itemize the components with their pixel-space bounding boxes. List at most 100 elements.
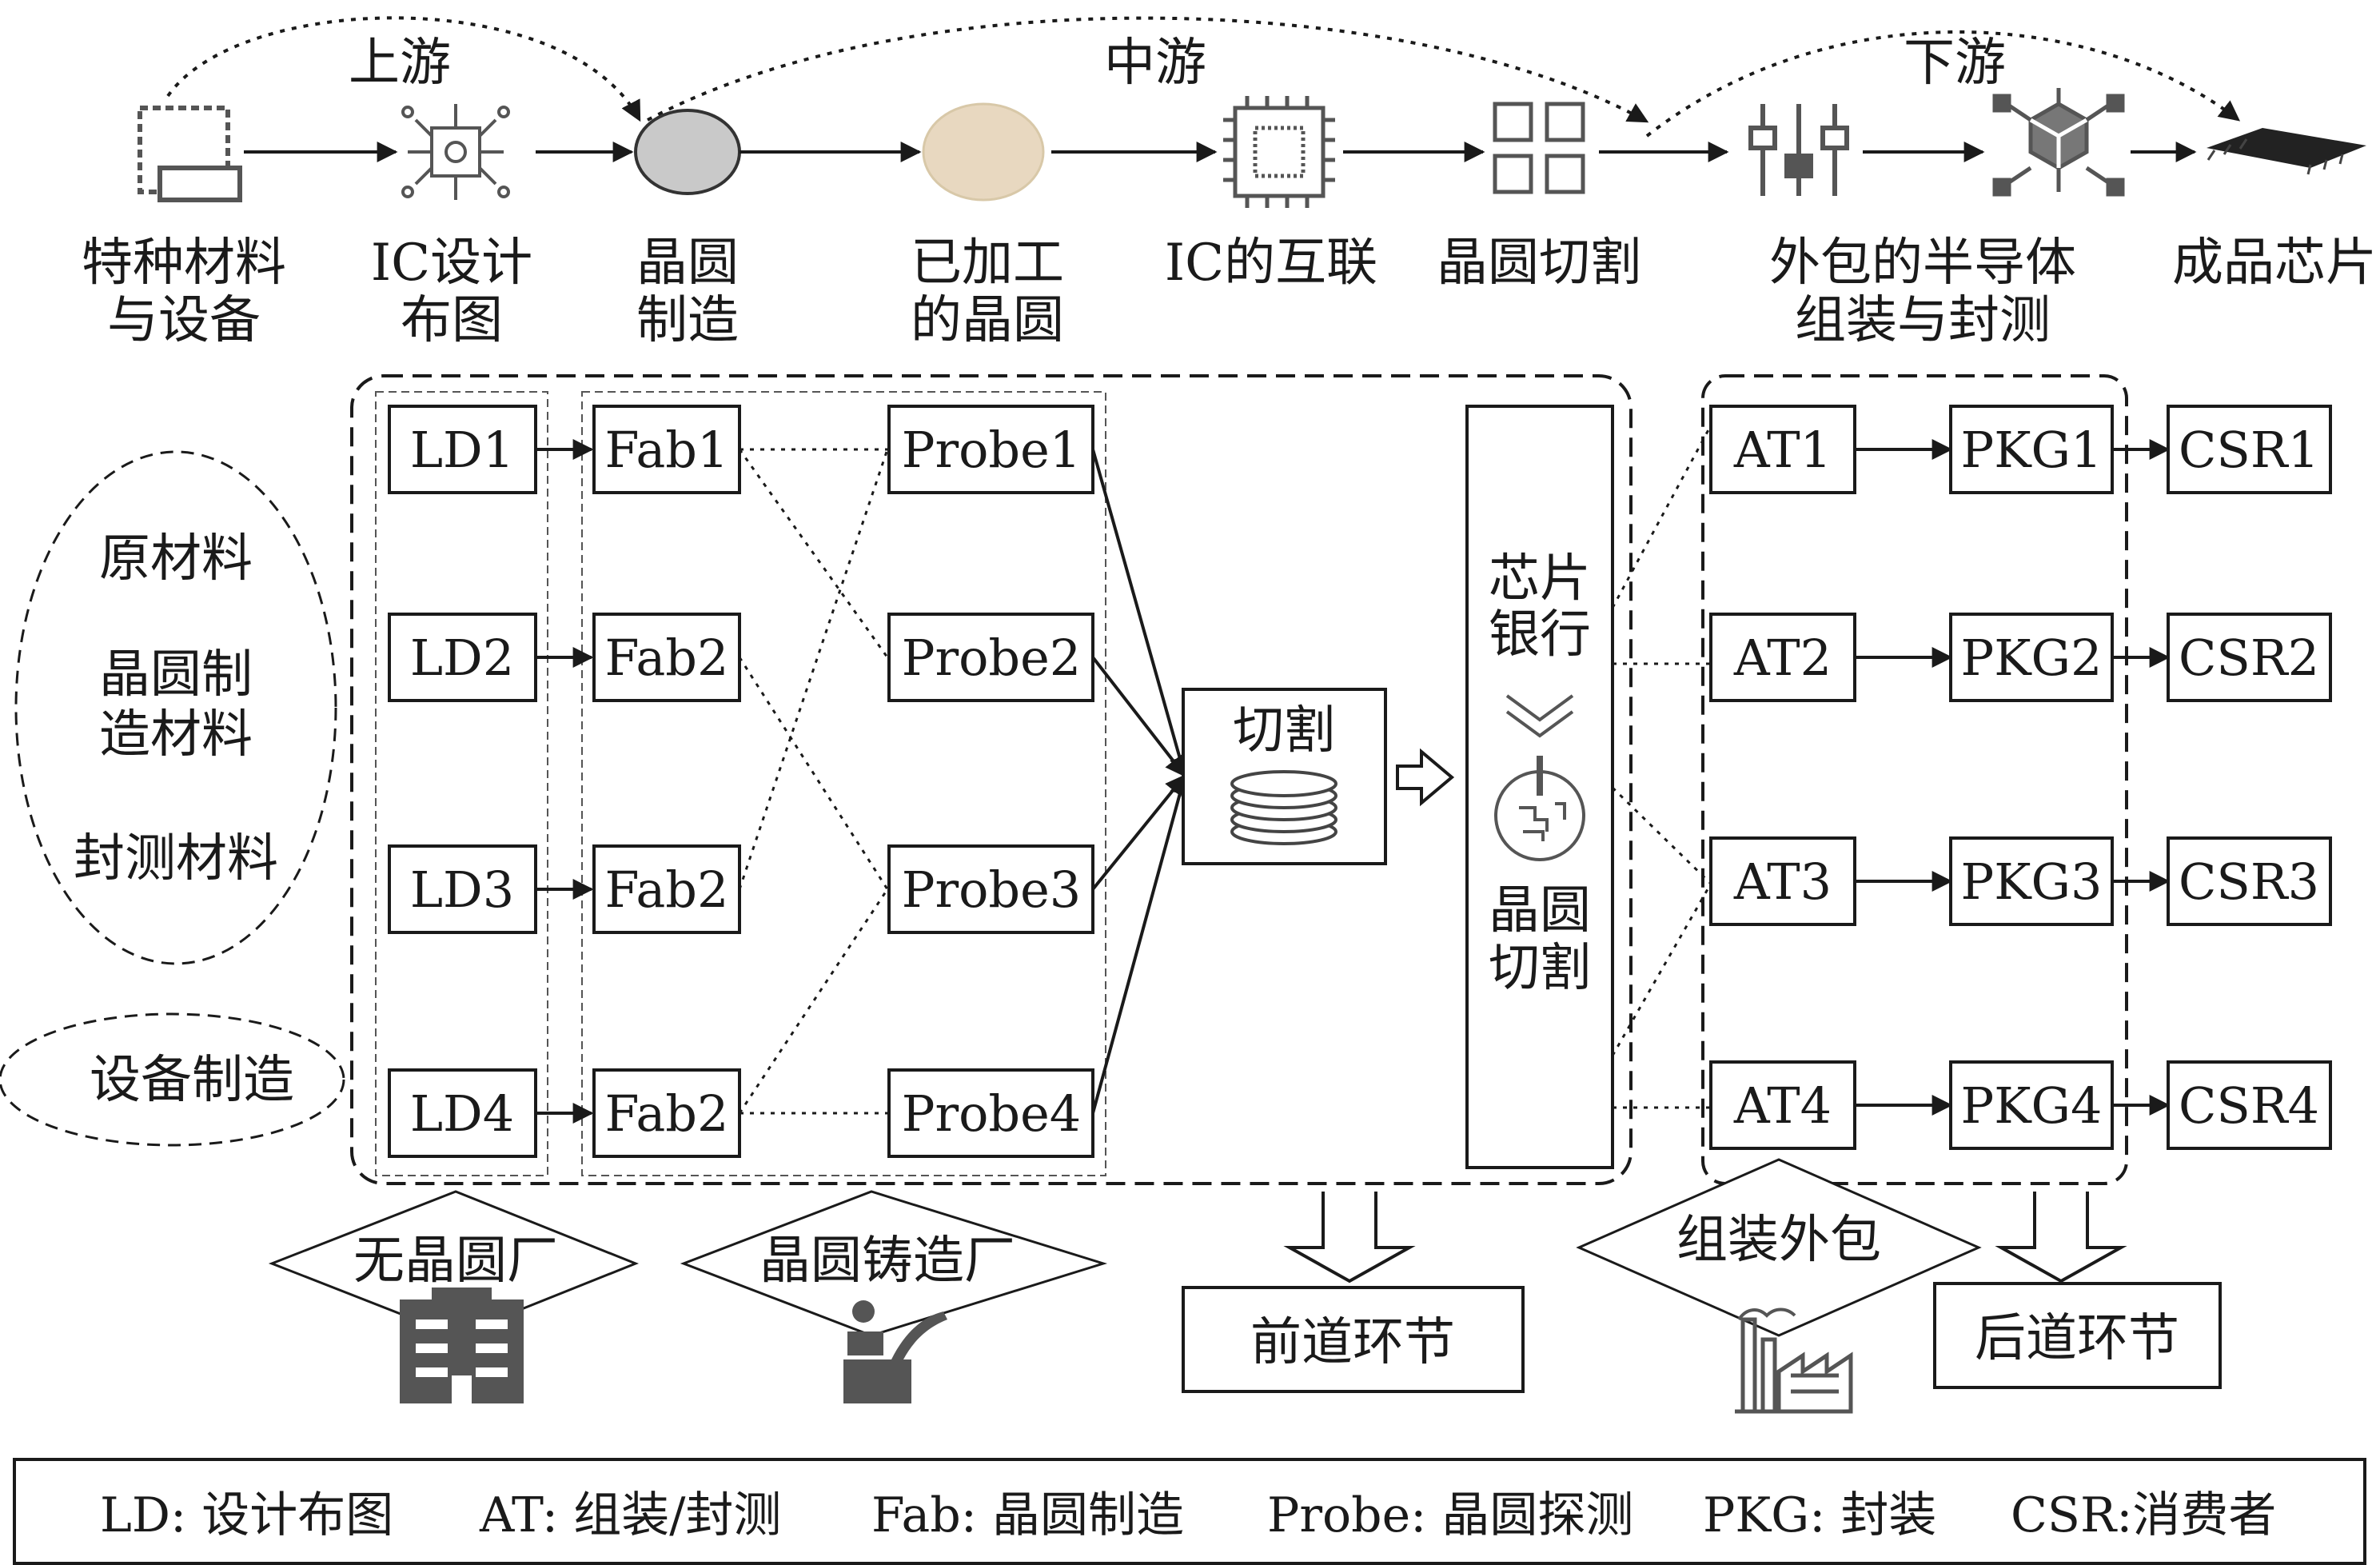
foundry-label: 晶圆铸造厂	[759, 1232, 1015, 1291]
package-cube-icon	[1992, 88, 2125, 197]
wafer-cut-label-1: 晶圆	[1489, 881, 1591, 940]
svg-text:Probe4: Probe4	[902, 1084, 1082, 1143]
pkg-nodes: PKG1 PKG2 PKG3 PKG4	[1949, 405, 2114, 1150]
front-phase-arrow	[1283, 1192, 1416, 1284]
front-end-region	[350, 374, 1633, 1185]
fabless-region	[375, 391, 548, 1176]
osat-label: 组装外包	[1676, 1211, 1881, 1270]
at-pkg-arrows	[1855, 439, 1953, 1116]
factory-worker-icon	[843, 1300, 947, 1403]
svg-text:LD4: LD4	[410, 1084, 514, 1143]
equipment-manufacturing: 设备制造	[90, 1051, 294, 1110]
node-fab2-a: Fab2	[592, 613, 741, 702]
svg-text:Fab2: Fab2	[605, 1084, 729, 1143]
interconnect-chip-icon	[1223, 96, 1335, 208]
svg-text:CSR4: CSR4	[2179, 1076, 2319, 1135]
material-packaging: 封测材料	[74, 829, 278, 888]
double-chevron-down-icon	[1505, 694, 1574, 738]
node-probe4: Probe4	[887, 1068, 1094, 1158]
chip-materials-icon	[138, 106, 242, 202]
node-at2: AT2	[1709, 613, 1856, 702]
node-csr2: CSR2	[2167, 613, 2332, 702]
dicing-saw-icon	[1494, 756, 1585, 861]
chain-label-materials-1: 特种材料	[82, 234, 286, 293]
chain-label-osat-2: 组装与封测	[1795, 291, 2051, 350]
stage-downstream: 下游	[1904, 34, 2006, 93]
node-fab2-b: Fab2	[592, 844, 741, 934]
foundry-entity: 晶圆铸造厂	[680, 1190, 1108, 1403]
svg-text:Probe2: Probe2	[902, 629, 1082, 687]
svg-text:Fab2: Fab2	[605, 629, 729, 687]
finished-chip-icon	[2207, 128, 2366, 175]
svg-text:LD2: LD2	[410, 629, 514, 687]
chain-labels: 特种材料 与设备 IC设计 布图 晶圆 制造 已加工 的晶圆 IC的互联 晶圆切…	[82, 234, 2377, 350]
materials-group: 原材料 晶圆制 造材料 封测材料 设备制造	[0, 450, 345, 1147]
node-probe3: Probe3	[887, 844, 1094, 934]
node-ld4: LD4	[388, 1068, 537, 1158]
chain-label-wafer-fab-2: 制造	[636, 291, 739, 350]
arc-upstream	[166, 16, 641, 122]
back-phase: 后道环节	[1933, 1282, 2222, 1389]
node-at4: AT4	[1709, 1060, 1856, 1150]
svg-text:Fab1: Fab1	[605, 421, 729, 479]
stage-arcs	[166, 16, 2241, 138]
office-building-icon	[400, 1288, 524, 1403]
legend-probe: Probe: 晶圆探测	[1267, 1487, 1633, 1543]
node-pkg4: PKG4	[1949, 1060, 2114, 1150]
chain-label-ic-design-2: 布图	[401, 291, 503, 350]
chain-label-dicing: 晶圆切割	[1437, 234, 1641, 293]
chip-bank-node: 芯片 银行 晶圆 切割	[1465, 405, 1614, 1169]
arc-downstream	[1645, 30, 2241, 138]
legend: LD: 设计布图 AT: 组装/封测 Fab: 晶圆制造 Probe: 晶圆探测…	[13, 1458, 2366, 1565]
node-pkg3: PKG3	[1949, 836, 2114, 926]
svg-text:AT2: AT2	[1733, 629, 1832, 687]
svg-text:CSR3: CSR3	[2179, 852, 2319, 911]
chain-label-wafer-fab-1: 晶圆	[636, 234, 739, 293]
chain-label-processed-2: 的晶圆	[911, 291, 1064, 350]
node-csr4: CSR4	[2167, 1060, 2332, 1150]
chain-label-interconnect: IC的互联	[1165, 234, 1377, 293]
materials-ellipse	[14, 450, 337, 965]
node-pkg2: PKG2	[1949, 613, 2114, 702]
legend-fab: Fab: 晶圆制造	[871, 1487, 1184, 1543]
hollow-arrow-icon	[1396, 748, 1455, 807]
legend-ld: LD: 设计布图	[100, 1487, 393, 1543]
raw-wafer-icon	[634, 109, 741, 195]
material-raw: 原材料	[99, 529, 253, 589]
pkg-csr-arrows	[2112, 439, 2171, 1116]
node-ld2: LD2	[388, 613, 537, 702]
node-ld3: LD3	[388, 844, 537, 934]
probe-nodes: Probe1 Probe2 Probe3 Probe4	[887, 405, 1094, 1158]
back-end-region	[1701, 374, 2128, 1185]
svg-text:LD3: LD3	[410, 860, 514, 919]
svg-text:Probe1: Probe1	[902, 421, 1082, 479]
chain-label-ic-design-1: IC设计	[371, 234, 532, 293]
fabless-entity: 无晶圆厂	[268, 1190, 640, 1403]
chain-label-finished-chip: 成品芯片	[2172, 234, 2377, 293]
wafer-dicing-icon	[1493, 102, 1585, 194]
material-wafer-1: 晶圆制	[99, 645, 253, 705]
node-fab2-c: Fab2	[592, 1068, 741, 1158]
svg-text:Probe3: Probe3	[902, 860, 1082, 919]
node-at1: AT1	[1709, 405, 1856, 494]
wafer-cut-label-2: 切割	[1489, 939, 1591, 998]
legend-box	[13, 1458, 2366, 1565]
back-phase-arrow	[1995, 1192, 2127, 1284]
svg-text:LD1: LD1	[410, 421, 514, 479]
ic-design-icon	[401, 104, 510, 200]
osat-entity: 组装外包	[1576, 1158, 1982, 1414]
svg-text:PKG4: PKG4	[1960, 1076, 2102, 1135]
legend-at: AT: 组装/封测	[479, 1487, 781, 1543]
front-phase-label: 前道环节	[1250, 1313, 1455, 1372]
svg-text:PKG2: PKG2	[1960, 629, 2102, 687]
foundry-region	[581, 391, 1106, 1176]
fabless-label: 无晶圆厂	[353, 1232, 558, 1291]
node-ld1: LD1	[388, 405, 537, 494]
node-probe2: Probe2	[887, 613, 1094, 702]
svg-text:AT3: AT3	[1733, 852, 1832, 911]
front-phase: 前道环节	[1182, 1286, 1525, 1393]
assembly-test-icon	[1748, 104, 1849, 196]
legend-pkg: PKG: 封装	[1703, 1487, 1936, 1543]
factory-icon	[1735, 1307, 1853, 1414]
